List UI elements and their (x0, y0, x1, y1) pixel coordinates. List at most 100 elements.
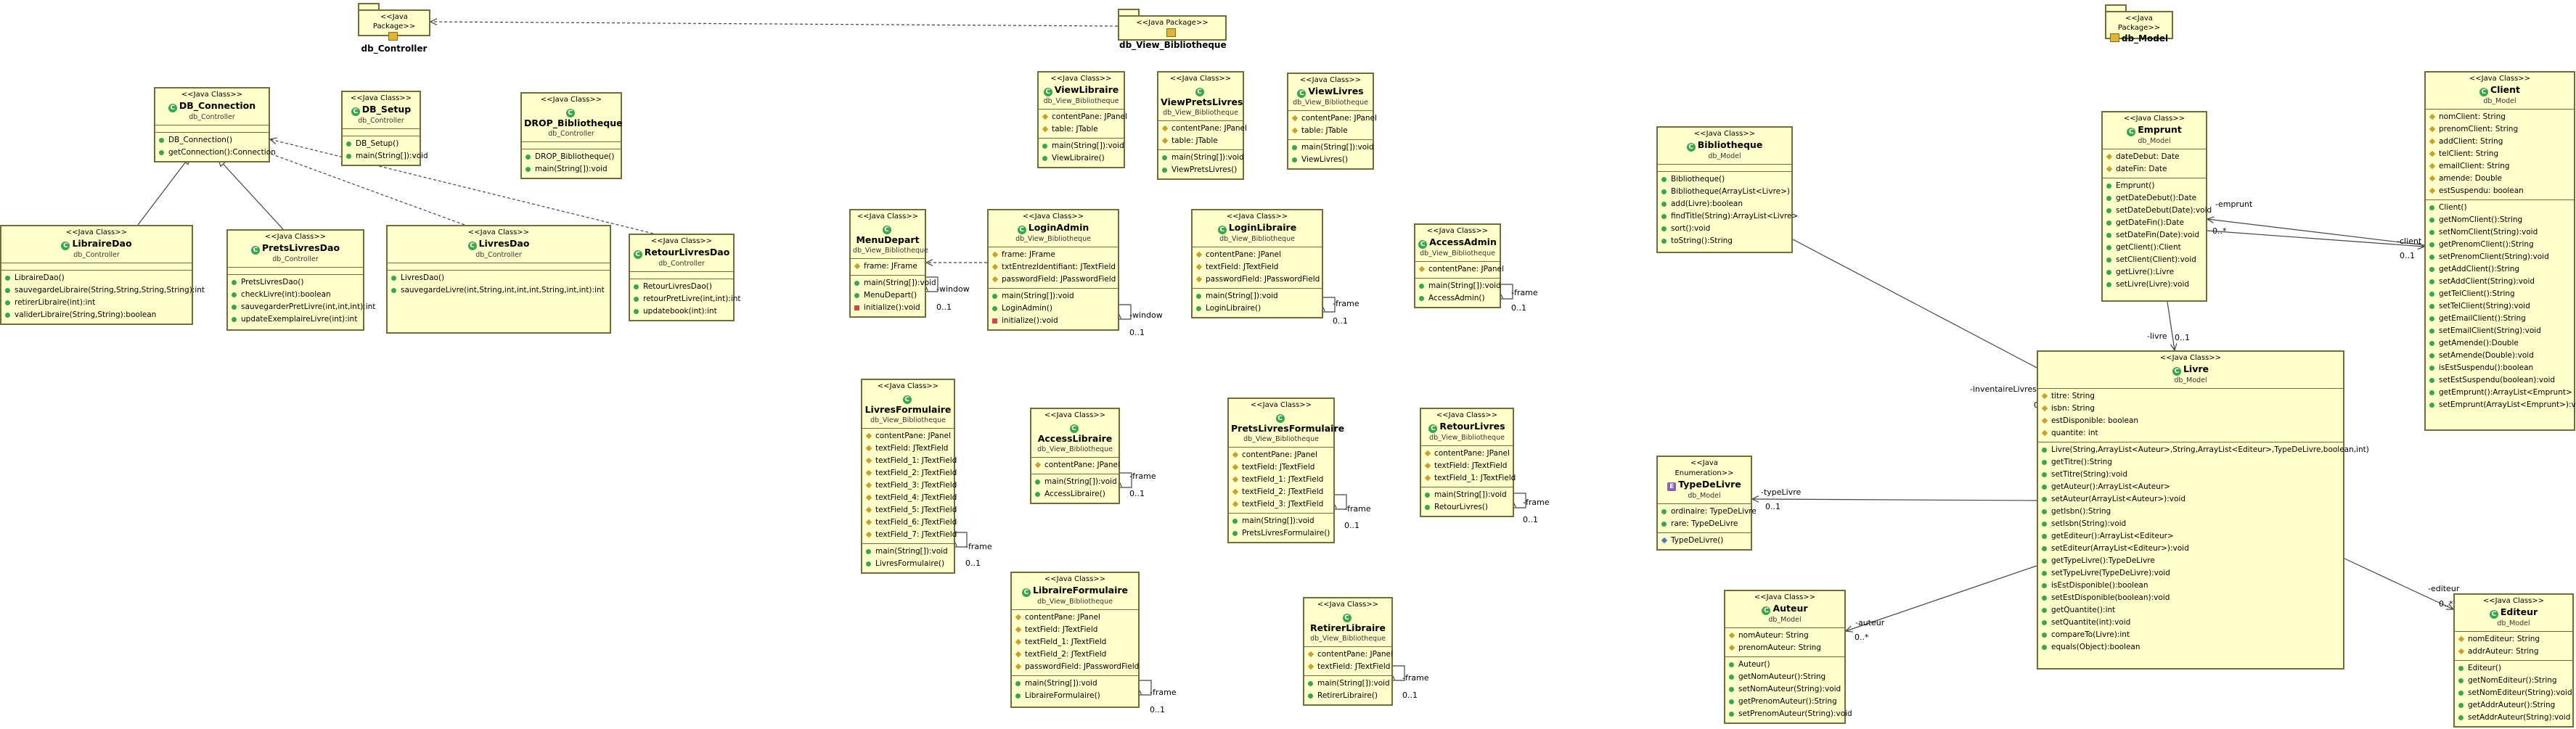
class-name: Auteur (1772, 603, 1808, 614)
package-db-controller[interactable]: <<Java Package>>db_Controller (358, 3, 430, 54)
method: setDateDebut(Date):void (2103, 205, 2212, 217)
attribute: contentPane: JPanel (1012, 611, 1138, 624)
method: sauvegarderPretLivre(int,int,int):int (228, 301, 375, 313)
method: sauvegardeLibraire(String,String,String,… (1, 284, 205, 297)
attribute: nomClient: String (2426, 111, 2574, 123)
package-body: <<Java Package>>db_Controller (358, 9, 430, 54)
class-icon: C (351, 107, 360, 116)
method: LivresFormulaire() (862, 558, 954, 570)
class-name: RetourLivres (1439, 421, 1505, 432)
method: main(String[]):void (1012, 677, 1138, 690)
package-tab (358, 3, 380, 9)
class-package: db_View_Bibliotheque (870, 416, 946, 424)
method: PretsLivresDao() (228, 276, 363, 289)
relation-retour-livres-retour-livres-role-label: -frame (1523, 498, 1550, 507)
method: getClient():Client (2103, 242, 2206, 254)
relation-retirer-libraire-retirer-libraire-multiplicity-label: 0..1 (1402, 691, 1418, 700)
relation-emprunt-client-multiplicity-label: 0..1 (2400, 251, 2415, 260)
attribute: contentPane: JPanel (1304, 648, 1393, 661)
method: getNomEditeur():String (2455, 675, 2572, 687)
class-package: db_Model (2497, 619, 2530, 627)
attribute: textField_3: JTextField (1229, 498, 1333, 511)
class-package: db_View_Bibliotheque (1219, 235, 1295, 243)
package-db-model[interactable]: <<Java Package>>db_Model (2105, 4, 2173, 44)
method: getLivre():Livre (2103, 266, 2206, 279)
method: setTelClient(String):void (2426, 300, 2574, 313)
class-package: db_Model (1688, 492, 1721, 500)
class-icon: C (2489, 610, 2498, 619)
relation-menu-depart-menu-depart-role-label: -window (936, 284, 970, 294)
attribute: textField_2: JTextField (1229, 486, 1333, 498)
attribute: prenomClient: String (2426, 123, 2574, 136)
method: setEmprunt(ArrayList<Emprunt>):void (2426, 399, 2576, 411)
class-icon: C (250, 246, 260, 255)
method: DB_Connection() (155, 134, 269, 147)
class-package: db_View_Bibliotheque (1037, 598, 1113, 606)
class-name: LivresFormulaire (864, 404, 952, 415)
attribute: contentPane: JPanel (1193, 249, 1322, 261)
method: DROP_Bibliotheque() (522, 151, 621, 163)
package-body: <<Java Package>>db_Model (2105, 11, 2173, 44)
class-icon: C (1043, 88, 1052, 96)
method: getDateDebut():Date (2103, 192, 2206, 205)
relation-login-admin-login-admin-multiplicity-label: 0..1 (1129, 328, 1145, 337)
class-icon: C (565, 109, 575, 118)
package-body: <<Java Package>>db_View_Bibliotheque (1118, 15, 1227, 50)
class-package: db_Controller (358, 117, 404, 125)
attribute: textField_7: JTextField (862, 529, 957, 541)
attribute: contentPane: JPanel (1421, 448, 1513, 460)
attribute: amende: Double (2426, 173, 2574, 185)
method: getAddClient():String (2426, 263, 2574, 276)
package-db-view-bibliotheque[interactable]: <<Java Package>>db_View_Bibliotheque (1118, 9, 1227, 50)
package-name-row: db_Controller (359, 31, 429, 54)
relation-livre-editeur-role-label: -editeur (2428, 584, 2460, 593)
methods-section: LivresDao()sauvegardeLivre(int,String,in… (388, 271, 610, 299)
package-tab (2105, 4, 2127, 11)
